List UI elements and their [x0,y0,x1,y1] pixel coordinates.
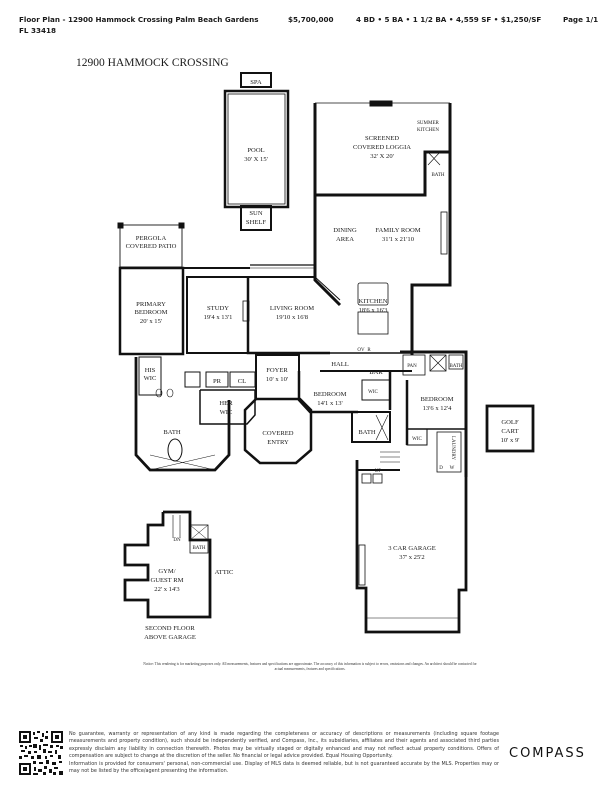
room-label-her: HER [219,400,233,407]
room-label-golf: GOLF [501,419,519,426]
stair-label-up: UP [375,469,382,474]
room-label-primary: PRIMARY [136,301,166,308]
room-dim-study: 19'4 x 13'1 [204,314,233,321]
room-label-hall: HALL [331,361,349,368]
room-label-bath-second: BATH [192,546,205,551]
room-label-pool: POOL [247,147,264,154]
room-label-garage: 3 CAR GARAGE [388,545,436,552]
room-label-covered: COVERED [262,430,293,437]
room-label-attic: ATTIC [215,569,234,576]
room-dim-golf: 10' x 9' [501,437,520,444]
room-label-foyer: FOYER [266,367,288,374]
room-label-pr: PR [213,378,222,385]
room-dim-bedroom-3: 13'6 x 12'4 [423,405,452,412]
room-label-kitchen-summer: KITCHEN [417,128,439,133]
room-label-his-wic: WIC [144,375,157,382]
room-label-cl: CL [238,378,246,385]
room-label-wic-bedroom-2: WIC [368,390,378,395]
floor-plan-notice: Notice: This rendering is for marketing … [143,662,477,671]
room-label-shelf: SHELF [246,219,266,226]
room-dim-pool: 30' X 15' [244,156,268,163]
compass-logo: COMPASS [509,746,586,761]
room-label-bath-loggia: BATH [431,173,444,178]
room-dim-foyer: 10' x 10' [266,376,288,383]
room-dim-living: 19'10 x 16'8 [276,314,309,321]
room-label-guest-rm: GUEST RM [150,577,183,584]
caption-above-garage: ABOVE GARAGE [144,634,196,641]
room-label-kitchen: KITCHEN [359,298,388,305]
room-label-laundry: LAUNDRY [450,436,455,461]
room-dim-kitchen: 18'6 x 16'3 [359,307,388,314]
room-label-pergola: PERGOLA [136,235,167,242]
appliance-label-oven: OV [357,348,365,353]
appliance-label-refrigerator: R [367,348,371,353]
page-number: Page 1/1 [563,15,599,24]
room-label-covered-patio: COVERED PATIO [126,243,177,250]
listing-price: $5,700,000 [288,15,334,24]
room-label-bath-2: BATH [358,429,375,436]
appliance-label-dryer: D [439,466,443,471]
document-title: Floor Plan - 12900 Hammock Crossing Palm… [19,15,259,35]
caption-second-floor: SECOND FLOOR [145,625,195,632]
room-label-study: STUDY [207,305,229,312]
room-label-sun: SUN [249,210,262,217]
room-label-his: HIS [145,367,156,374]
room-label-summer: SUMMER [417,121,439,126]
room-label-primary-bedroom: BEDROOM [135,309,168,316]
room-dim-garage: 37' x 25'2 [399,554,424,561]
appliance-label-washer: W [450,466,455,471]
disclaimer-paragraph-2: Information is provided for consumers' p… [69,760,499,775]
room-label-loggia: COVERED LOGGIA [353,144,411,151]
room-label-gym: GYM/ [158,568,175,575]
room-label-screened: SCREENED [365,135,399,142]
room-label-her-wic: WIC [220,409,233,416]
room-label-primary-bath: BATH [163,429,180,436]
room-label-dining: DINING [333,227,357,234]
legal-disclaimer: No guarantee, warranty or representation… [69,731,499,775]
room-label-bath-3: BATH [449,364,462,369]
room-label-pantry: PAN [407,364,417,369]
room-dim-family: 31'1 x 21'10 [382,236,415,243]
qr-code-icon[interactable] [19,731,63,775]
room-dim-gym: 22' x 14'3 [154,586,180,593]
room-label-bedroom-3: BEDROOM [421,396,454,403]
room-label-area: AREA [336,236,354,243]
room-label-entry: ENTRY [267,439,289,446]
room-dim-bedroom-2: 14'1 x 13' [317,400,342,407]
room-label-living: LIVING ROOM [270,305,314,312]
room-dim-primary: 20' x 15' [140,318,162,325]
room-dim-loggia: 32' X 20' [370,153,394,160]
disclaimer-paragraph-1: No guarantee, warranty or representation… [69,731,499,760]
room-label-bedroom-2: BEDROOM [314,391,347,398]
room-label-wic-bedroom-3: WIC [412,437,422,442]
room-label-cart: CART [501,428,518,435]
room-label-spa: SPA [250,79,262,86]
room-label-bar: BAR [369,369,383,376]
room-label-family: FAMILY ROOM [375,227,420,234]
stair-label-dn: DN [173,538,181,543]
listing-stats: 4 BD • 5 BA • 1 1/2 BA • 4,559 SF • $1,2… [356,15,542,24]
floor-plan-title: 12900 HAMMOCK CROSSING [76,57,229,69]
